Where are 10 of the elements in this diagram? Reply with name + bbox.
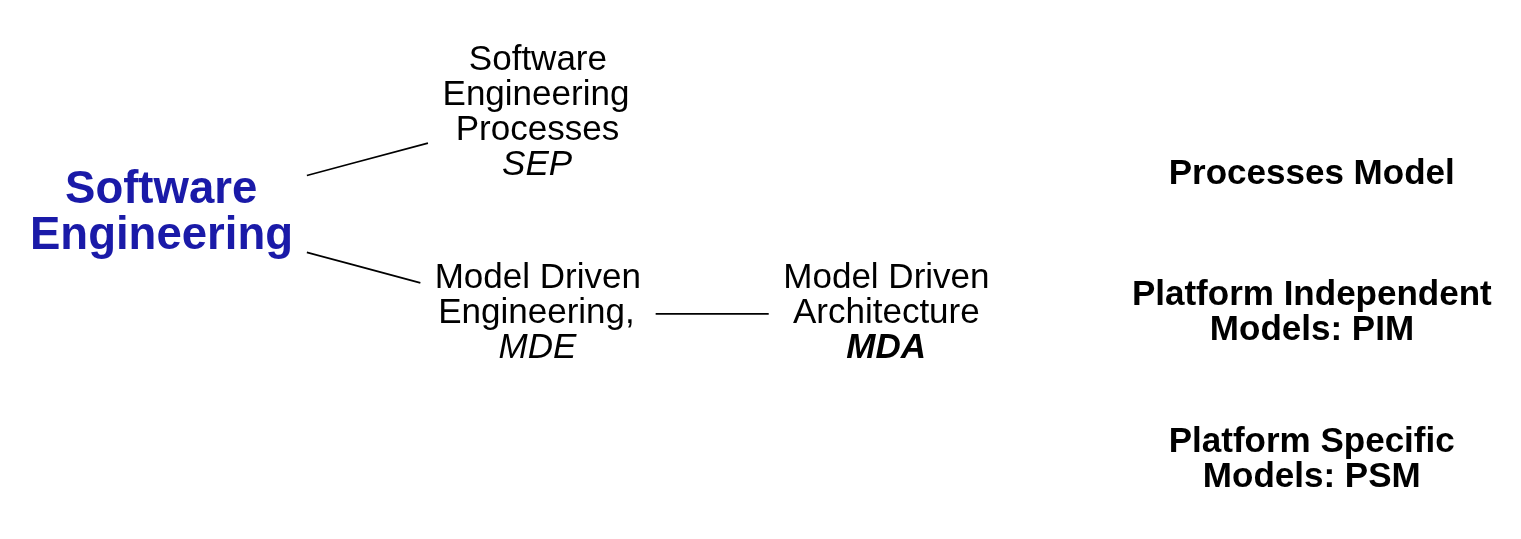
node-text: Software Engineering [29, 161, 294, 259]
connector [306, 251, 422, 284]
label: Platform Independent Models: PIM [1131, 272, 1492, 347]
connector [306, 141, 429, 176]
node-text: Model Driven Architecture MDA [783, 255, 990, 365]
label: Platform Specific Models: PSM [1168, 419, 1455, 494]
label: Processes Model [1168, 151, 1455, 191]
connector [654, 312, 770, 315]
node-text: Software Engineering Processes SEP [442, 37, 630, 182]
node-text: Model Driven Engineering, MDE [434, 255, 641, 365]
